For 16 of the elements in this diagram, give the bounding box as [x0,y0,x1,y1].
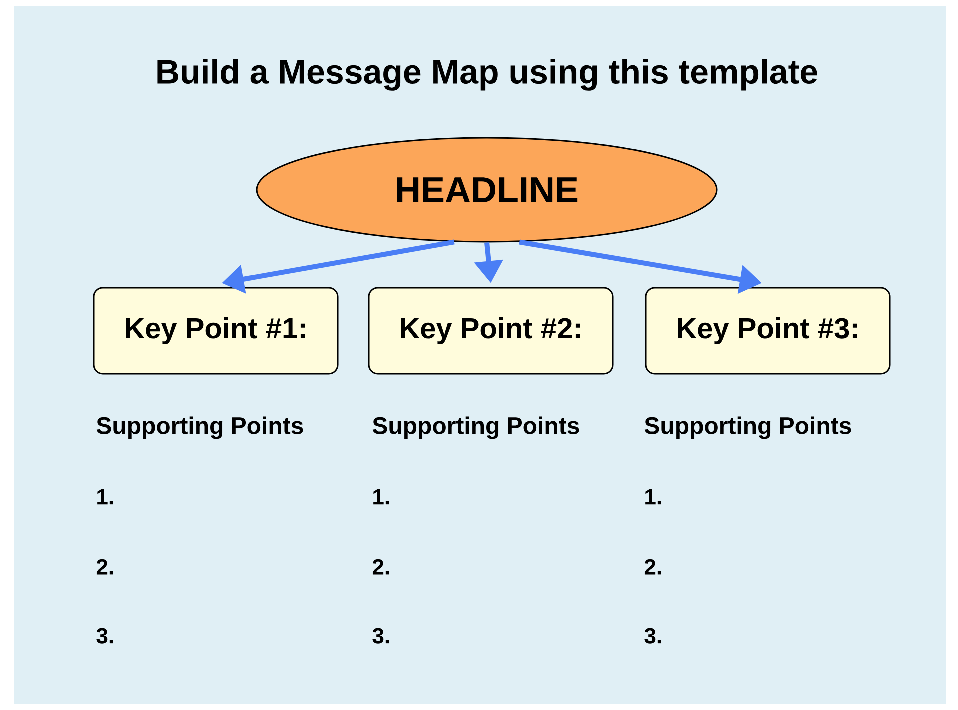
column-heading: Supporting Points [372,416,580,440]
list-number: 3. [96,628,114,644]
key-point-box: Key Point #3: [645,287,891,375]
column-heading: Supporting Points [644,416,852,440]
list-number: 1. [374,489,390,505]
key-point-box: Key Point #1: [93,287,339,375]
list-number: 2. [644,559,662,575]
key-point-box: Key Point #2: [368,287,614,375]
list-number: 2. [96,559,114,575]
list-number: 2. [372,559,390,575]
column-heading: Supporting Points [96,416,304,440]
list-number: 3. [372,628,390,644]
title: Build a Message Map using this template [158,59,818,91]
list-number: 3. [644,628,662,644]
list-number: 1. [98,489,114,505]
list-number: 1. [646,489,662,505]
